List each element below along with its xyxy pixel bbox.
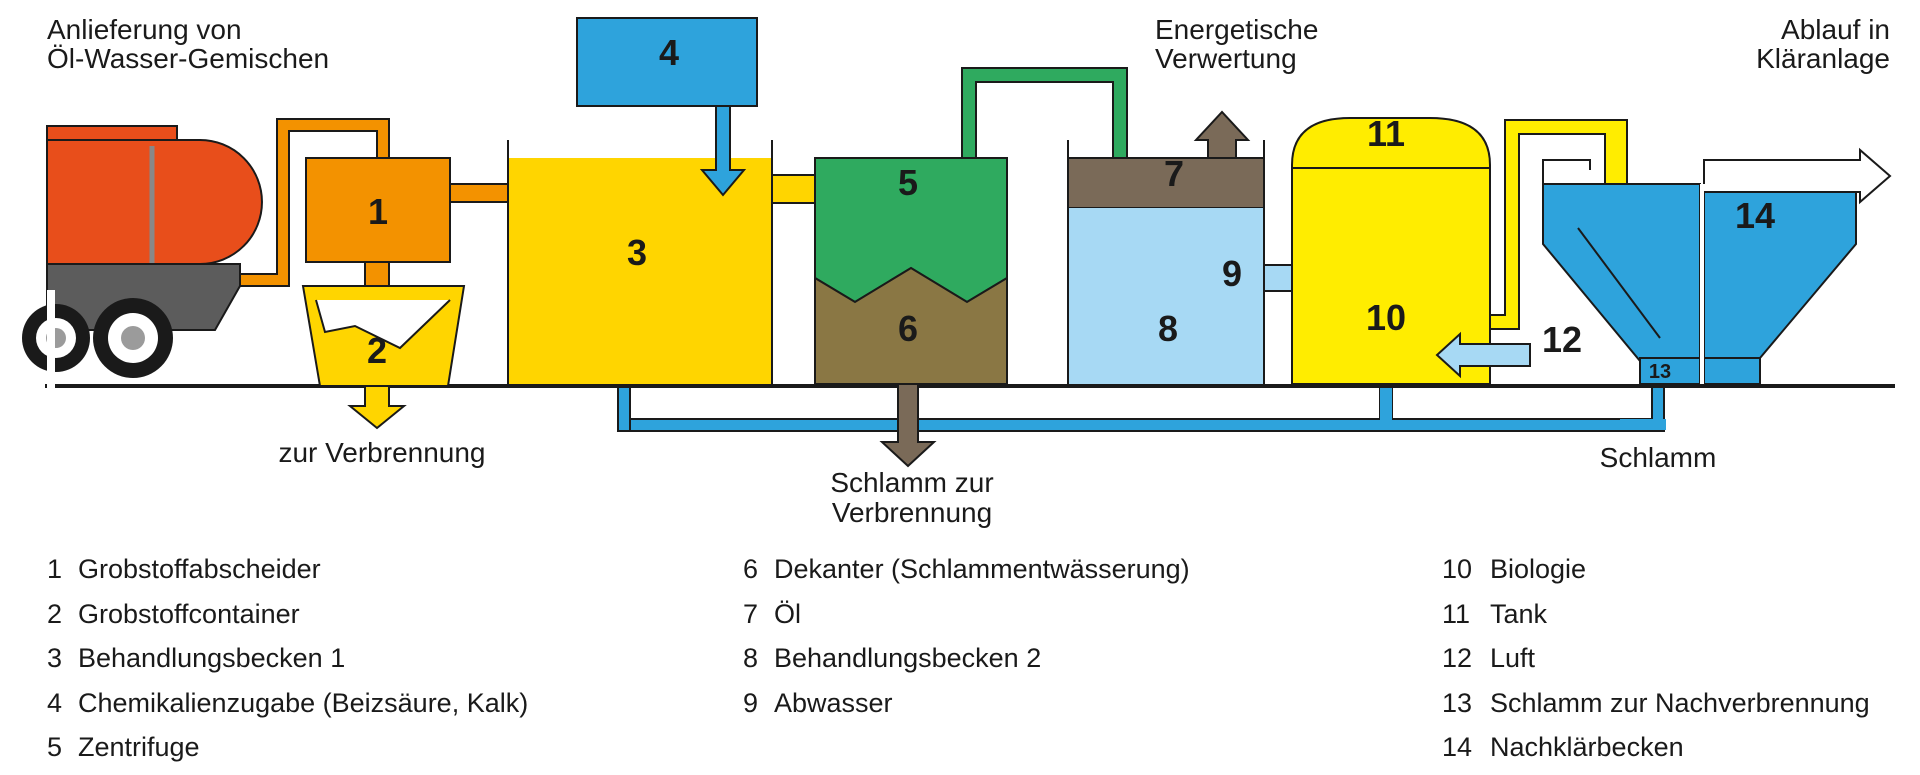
legend-number: 2 xyxy=(47,599,62,629)
legend: 1 Grobstoffabscheider 2 Grobstoffcontain… xyxy=(47,554,1870,762)
legend-text: Zentrifuge xyxy=(78,732,200,762)
legend-text: Dekanter (Schlammentwässerung) xyxy=(774,554,1190,584)
step-number-4: 4 xyxy=(659,32,679,73)
legend-text: Chemikalienzugabe (Beizsäure, Kalk) xyxy=(78,688,528,718)
step-number-9: 9 xyxy=(1222,253,1242,294)
treatment-basin-2 xyxy=(1067,110,1357,384)
legend-number: 3 xyxy=(47,643,62,673)
step-number-10: 10 xyxy=(1366,297,1406,338)
ground-line xyxy=(45,384,1895,388)
step-number-8: 8 xyxy=(1158,308,1178,349)
coarse-container xyxy=(301,285,466,430)
legend-text: Behandlungsbecken 2 xyxy=(774,643,1041,673)
step-number-11: 11 xyxy=(1367,113,1405,154)
legend-number: 8 xyxy=(743,643,758,673)
legend-text: Schlamm zur Nachverbrennung xyxy=(1490,688,1870,718)
treatment-basin-1 xyxy=(507,140,862,384)
legend-text: Grobstoffabscheider xyxy=(78,554,321,584)
legend-number: 14 xyxy=(1442,732,1472,762)
delivery-label-line2: Öl-Wasser-Gemischen xyxy=(47,43,329,74)
legend-number: 4 xyxy=(47,688,62,718)
step-number-14: 14 xyxy=(1735,195,1775,236)
step-number-7: 7 xyxy=(1164,153,1184,194)
incineration-label: zur Verbrennung xyxy=(278,437,485,468)
legend-number: 7 xyxy=(743,599,758,629)
step-number-5: 5 xyxy=(898,162,918,203)
step-number-13: 13 xyxy=(1649,361,1671,383)
delivery-label-line1: Anlieferung von xyxy=(47,14,242,45)
legend-number: 6 xyxy=(743,554,758,584)
legend-number: 11 xyxy=(1442,599,1470,629)
legend-number: 9 xyxy=(743,688,758,718)
legend-number: 1 xyxy=(47,554,62,584)
centrifuge-decanter xyxy=(814,67,1144,468)
legend-text: Abwasser xyxy=(774,688,893,718)
chemical-dosing xyxy=(576,17,758,197)
legend-column-2: 6 Dekanter (Schlammentwässerung) 7 Öl 8 … xyxy=(743,554,1190,718)
legend-column-3: 10 Biologie 11 Tank 12 Luft 13 Schlamm z… xyxy=(1442,554,1870,762)
legend-text: Nachklärbecken xyxy=(1490,732,1684,762)
biology-tank xyxy=(1291,117,1644,385)
legend-text: Grobstoffcontainer xyxy=(78,599,300,629)
legend-number: 5 xyxy=(47,732,62,762)
legend-text: Biologie xyxy=(1490,554,1586,584)
legend-number: 12 xyxy=(1442,643,1472,673)
outflow-label-line1: Ablauf in xyxy=(1781,14,1890,45)
outflow-label-line2: Kläranlage xyxy=(1756,43,1890,74)
step-number-1: 1 xyxy=(368,191,388,232)
step-number-3: 3 xyxy=(627,232,647,273)
secondary-clarifier xyxy=(1542,147,1892,385)
step-number-2: 2 xyxy=(367,330,387,371)
legend-text: Öl xyxy=(774,599,801,629)
legend-text: Tank xyxy=(1490,599,1548,629)
energy-label-line2: Verwertung xyxy=(1155,43,1297,74)
legend-number: 13 xyxy=(1442,688,1472,718)
legend-number: 10 xyxy=(1442,554,1472,584)
legend-text: Luft xyxy=(1490,643,1536,673)
legend-column-1: 1 Grobstoffabscheider 2 Grobstoffcontain… xyxy=(47,554,528,762)
sludge-incineration-label-line2: Verbrennung xyxy=(832,497,992,528)
step-number-6: 6 xyxy=(898,308,918,349)
legend-text: Behandlungsbecken 1 xyxy=(78,643,345,673)
sludge-incineration-label-line1: Schlamm zur xyxy=(830,467,993,498)
energy-label-line1: Energetische xyxy=(1155,14,1318,45)
step-number-12: 12 xyxy=(1542,319,1582,360)
tanker-truck xyxy=(22,125,263,390)
sludge-label: Schlamm xyxy=(1600,442,1717,473)
